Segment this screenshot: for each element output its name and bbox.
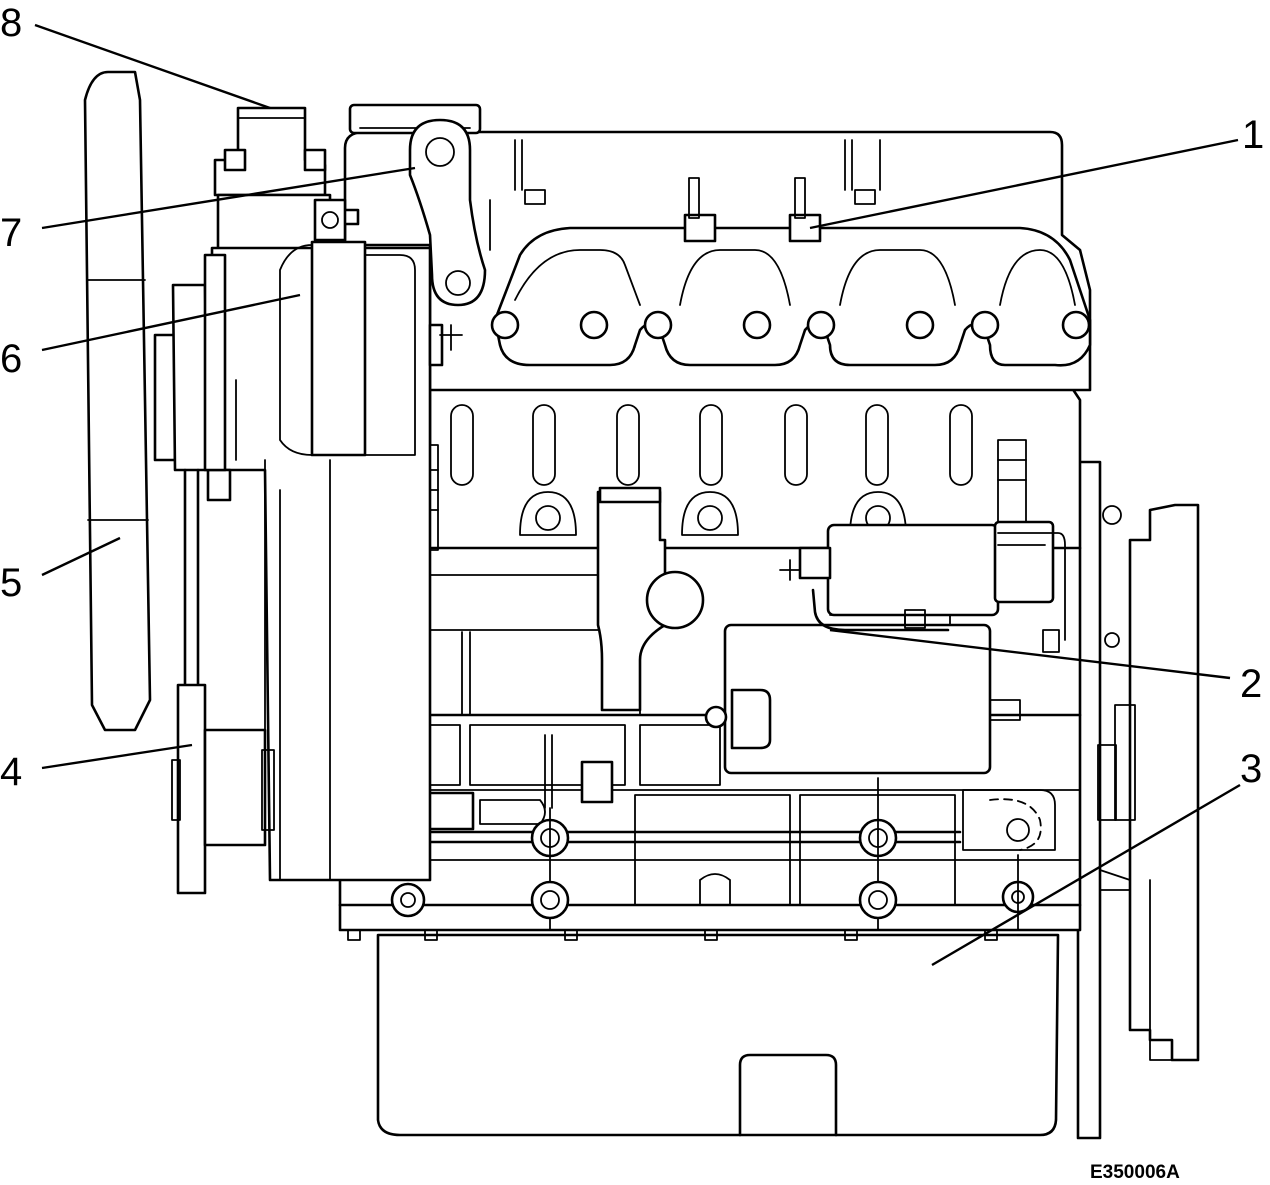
flywheel-housing [1076, 460, 1200, 1140]
figure-code: E350006A [1090, 1162, 1180, 1183]
callout-labels: 1 2 3 4 5 6 7 8 [0, 1, 1264, 794]
callout-3: 3 [1240, 747, 1262, 791]
starter-motor [704, 520, 1066, 775]
lifting-eye [408, 118, 487, 307]
cooling-fan [83, 70, 152, 732]
leader-lines [34, 23, 1241, 967]
alternator [279, 198, 463, 457]
oil-filter-mount [596, 486, 705, 712]
callout-1: 1 [1242, 113, 1264, 157]
callout-8: 8 [0, 1, 22, 45]
callout-7: 7 [0, 211, 22, 255]
callout-6: 6 [0, 337, 22, 381]
callout-5: 5 [0, 561, 22, 605]
fan-belt-pulley [153, 253, 275, 895]
oil-pan [347, 929, 1060, 1137]
callout-4: 4 [0, 750, 22, 794]
exhaust-manifold [490, 177, 1092, 367]
callout-2: 2 [1240, 662, 1262, 706]
thermostat-housing [213, 106, 360, 252]
